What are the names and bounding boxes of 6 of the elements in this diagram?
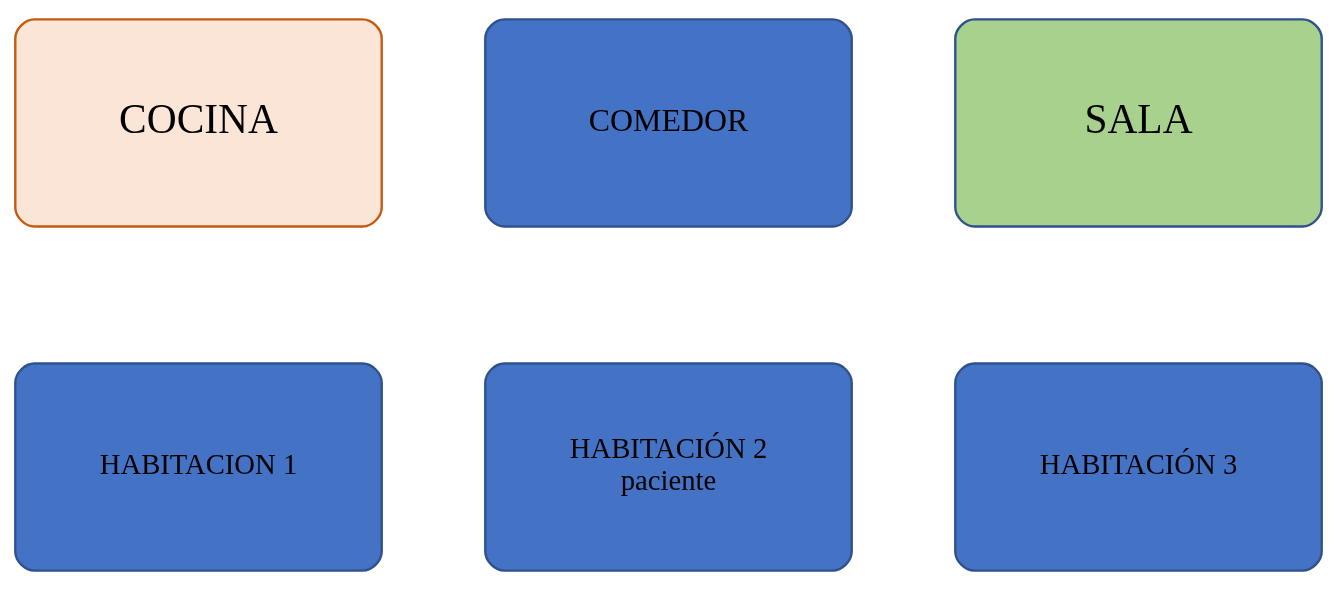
node-box: HABITACION 1 [14, 362, 383, 572]
node-box: COCINA [14, 18, 383, 228]
node-box: SALA [954, 18, 1323, 228]
node-box: COMEDOR [484, 18, 853, 228]
node-box: HABITACIÓN 3 [954, 362, 1323, 572]
node-box: HABITACIÓN 2 paciente [484, 362, 853, 572]
